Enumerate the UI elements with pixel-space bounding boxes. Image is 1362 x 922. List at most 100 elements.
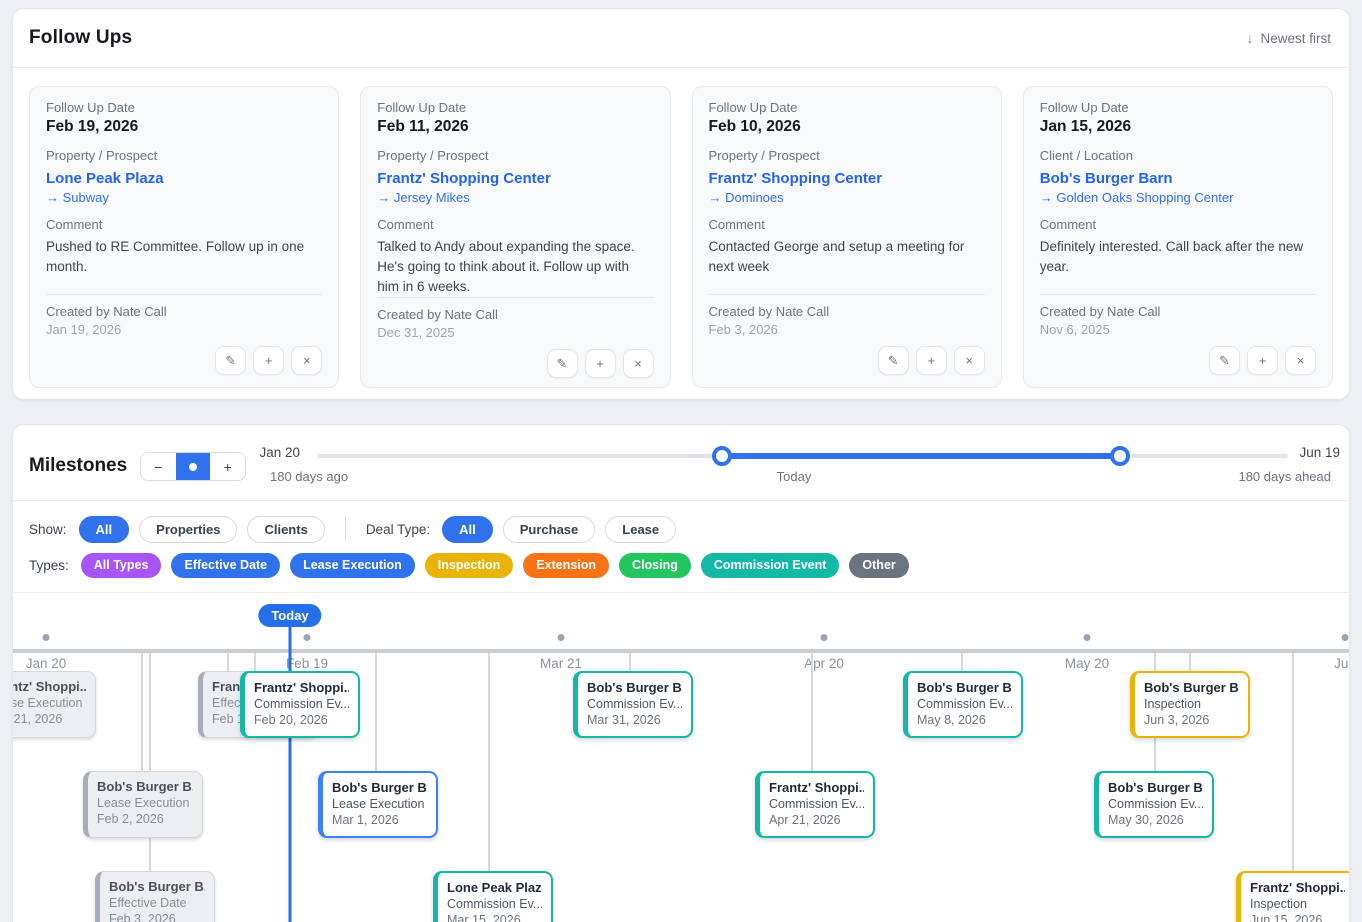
milestone-card[interactable]: Bob's Burger B...Commission Ev...May 8, … <box>903 671 1023 738</box>
milestone-title: Bob's Burger B... <box>109 879 205 894</box>
event-connector-line <box>149 653 151 873</box>
show-option-properties[interactable]: Properties <box>139 515 238 543</box>
timeline-zoom-control: − + <box>140 452 246 481</box>
milestone-title: Bob's Burger B... <box>1108 780 1203 795</box>
deal-type-option-all[interactable]: All <box>442 515 493 543</box>
slider-handle-right[interactable] <box>1110 446 1130 466</box>
event-connector-line <box>629 653 631 673</box>
edit-button[interactable]: ✎ <box>215 346 247 375</box>
milestone-card[interactable]: Bob's Burger B...Commission Ev...Mar 31,… <box>573 671 693 738</box>
close-button[interactable]: × <box>1285 346 1316 375</box>
comment-text: Contacted George and setup a meeting for… <box>708 239 965 274</box>
tick-dot <box>820 634 828 641</box>
tick-label: Feb 19 <box>285 656 329 671</box>
comment-text: Pushed to RE Committee. Follow up in one… <box>46 239 305 274</box>
milestone-card[interactable]: Bob's Burger B...Commission Ev...May 30,… <box>1094 771 1214 838</box>
show-option-clients[interactable]: Clients <box>247 515 325 543</box>
edit-button[interactable]: ✎ <box>877 346 909 375</box>
sort-button[interactable]: ↓ Newest first <box>1246 30 1331 46</box>
follow-up-date-label: Follow Up Date <box>1039 100 1129 115</box>
sub-entity-link[interactable]: → Dominoes <box>708 190 784 205</box>
deal-type-option-purchase[interactable]: Purchase <box>502 515 596 543</box>
sub-entity-link[interactable]: → Jersey Mikes <box>377 190 470 205</box>
entity-link[interactable]: Frantz' Shopping Center <box>708 170 883 187</box>
type-pill-other[interactable]: Other <box>849 552 909 578</box>
comment-label: Comment <box>708 217 765 232</box>
milestone-date: Jan 21, 2026 <box>13 712 63 726</box>
type-pill-all-types[interactable]: All Types <box>80 552 162 578</box>
show-option-all[interactable]: All <box>78 515 130 543</box>
entity-link[interactable]: Bob's Burger Barn <box>1039 170 1173 187</box>
follow-ups-title: Follow Ups <box>29 27 133 48</box>
milestone-title: Bob's Burger B... <box>97 779 193 794</box>
today-marker-line <box>288 626 292 922</box>
sub-entity-link[interactable]: → Subway <box>46 190 109 205</box>
show-label: Show: <box>29 521 67 537</box>
type-pill-closing[interactable]: Closing <box>619 552 691 578</box>
edit-button[interactable]: ✎ <box>1209 346 1240 375</box>
milestone-type: Effective Date <box>109 896 187 910</box>
type-pill-effective-date[interactable]: Effective Date <box>171 552 281 578</box>
add-button[interactable]: + <box>1247 346 1278 375</box>
zoom-reset-button[interactable] <box>175 453 211 480</box>
milestone-date: Mar 1, 2026 <box>332 813 399 827</box>
add-button[interactable]: + <box>584 348 616 378</box>
close-button[interactable]: × <box>953 346 985 375</box>
milestone-date: May 30, 2026 <box>1108 813 1184 827</box>
created-by-label: Created by Nate Call <box>1039 304 1161 319</box>
follow-up-date-value: Jan 15, 2026 <box>1039 118 1132 135</box>
today-marker-pill: Today <box>258 604 322 627</box>
milestone-card[interactable]: Frantz' Shoppi...Commission Ev...Feb 20,… <box>240 671 360 738</box>
timeline-filters: Show: All Properties Clients Deal Type: All Pu… <box>13 501 1349 593</box>
tick-label: Jun <box>1334 656 1349 671</box>
filter-divider <box>344 517 346 541</box>
event-connector-line <box>1292 653 1294 873</box>
milestone-card[interactable]: Frantz' Shoppi...Lease ExecutionJan 21, … <box>13 671 96 738</box>
zoom-in-button[interactable]: + <box>210 453 245 480</box>
event-connector-line <box>141 653 143 773</box>
deal-type-label: Deal Type: <box>365 521 431 537</box>
close-button[interactable]: × <box>291 346 323 375</box>
type-pill-commission-event[interactable]: Commission Event <box>700 552 840 578</box>
created-by-label: Created by Nate Call <box>377 306 498 322</box>
event-connector-line <box>961 653 963 673</box>
milestone-title: Bob's Burger B... <box>587 680 682 695</box>
slider-start-sublabel: 180 days ago <box>270 469 349 484</box>
add-button[interactable]: + <box>253 346 285 375</box>
edit-button[interactable]: ✎ <box>546 348 578 378</box>
milestone-date: Feb 20, 2026 <box>254 713 328 727</box>
entity-link[interactable]: Frantz' Shopping Center <box>377 170 551 187</box>
card-actions: ✎+× <box>377 348 654 378</box>
type-pill-extension[interactable]: Extension <box>523 552 610 578</box>
follow-up-date-value: Feb 11, 2026 <box>377 118 469 135</box>
milestone-card[interactable]: Frantz' Shoppi...Commission Ev...Apr 21,… <box>755 771 875 838</box>
follow-ups-panel: Follow Ups ↓ Newest first Follow Up Date… <box>12 8 1350 400</box>
event-connector-line <box>254 653 256 673</box>
add-button[interactable]: + <box>915 346 947 375</box>
zoom-out-button[interactable]: − <box>141 453 176 480</box>
milestone-type: Inspection <box>1144 697 1201 711</box>
card-actions: ✎+× <box>46 346 323 375</box>
date-range-slider-selection[interactable] <box>722 453 1120 459</box>
milestone-type: Commission Ev... <box>447 897 542 911</box>
type-pill-lease-execution[interactable]: Lease Execution <box>290 552 415 578</box>
entity-link[interactable]: Lone Peak Plaza <box>46 170 164 187</box>
slider-handle-left[interactable] <box>712 446 732 466</box>
deal-type-option-lease[interactable]: Lease <box>605 515 677 543</box>
created-date: Jan 19, 2026 <box>46 322 122 337</box>
sub-entity-link[interactable]: → Golden Oaks Shopping Center <box>1039 190 1234 205</box>
comment-text: Talked to Andy about expanding the space… <box>377 239 635 294</box>
close-button[interactable]: × <box>622 348 654 378</box>
type-pill-inspection[interactable]: Inspection <box>424 552 514 578</box>
types-label: Types: <box>29 557 69 573</box>
